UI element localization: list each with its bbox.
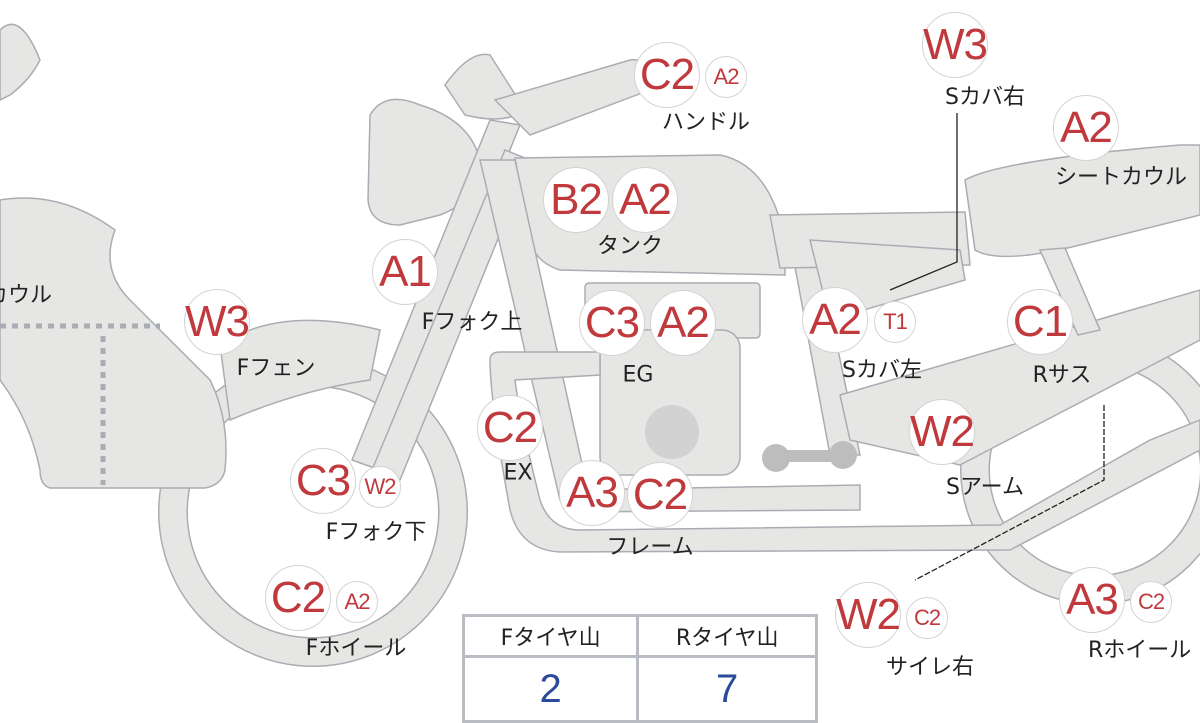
part-label-front-fender: Fフェン xyxy=(236,356,316,381)
part-label-seat-cowl: シートカウル xyxy=(1055,165,1188,190)
part-label-tank: タンク xyxy=(596,234,664,259)
part-label-frame: フレーム xyxy=(606,535,694,560)
rear-tire-value: 7 xyxy=(636,655,818,723)
part-label-engine: EG xyxy=(622,362,654,388)
part-label-fork-lower: Fフォク下 xyxy=(325,520,427,545)
grade-badge: C2 xyxy=(265,565,331,631)
front-tire-value: 2 xyxy=(461,655,640,723)
dotted-guide xyxy=(0,323,160,485)
grade-badge: C3 xyxy=(290,448,356,514)
grade-badge: W2 xyxy=(835,582,901,648)
grade-badge: W2 xyxy=(909,399,975,465)
cowl-shape xyxy=(0,197,227,489)
grade-badge-small: A2 xyxy=(705,56,747,98)
leader-lines xyxy=(889,113,1105,581)
part-label-front-wheel: Fホイール xyxy=(305,636,407,661)
part-label-silencer-right: サイレ右 xyxy=(885,655,975,680)
footpeg-shape xyxy=(762,441,857,472)
grade-badge-small: C2 xyxy=(906,597,948,639)
grade-badge: B2 xyxy=(543,167,609,233)
grade-badge: C1 xyxy=(1007,289,1073,355)
grade-badge-small: C2 xyxy=(1130,581,1172,623)
grade-badge: W3 xyxy=(184,289,250,355)
grade-badge: C2 xyxy=(634,42,700,108)
tire-tread-table: Fタイヤ山 Rタイヤ山 2 7 xyxy=(461,614,818,723)
grade-badge-small: T1 xyxy=(874,301,916,343)
rear-tire-header: Rタイヤ山 xyxy=(636,614,818,658)
grade-badge: A2 xyxy=(612,167,678,233)
part-label-rear-suspension: Rサス xyxy=(1032,363,1092,388)
part-label-swingarm: Sアーム xyxy=(946,475,1024,500)
front-tire-header: Fタイヤ山 xyxy=(461,614,640,658)
grade-badge: A3 xyxy=(1059,567,1125,633)
part-label-exhaust: EX xyxy=(503,460,533,486)
grade-badge-small: A2 xyxy=(336,581,378,623)
part-label-cowl: カウル xyxy=(0,283,53,308)
part-label-fork-upper: Fフォク上 xyxy=(421,310,523,335)
part-label-side-cover-left: Sカバ左 xyxy=(842,358,922,383)
grade-badge: C2 xyxy=(477,395,543,461)
grade-badge: A3 xyxy=(559,460,625,526)
grade-badge: A2 xyxy=(1053,95,1119,161)
grade-badge: A1 xyxy=(372,239,438,305)
grade-badge: A2 xyxy=(802,287,868,353)
grade-badge: A2 xyxy=(650,290,716,356)
grade-badge: W3 xyxy=(922,12,988,78)
part-label-handlebar: ハンドル xyxy=(661,110,751,135)
grade-badge: C2 xyxy=(627,462,693,528)
grade-badge: C3 xyxy=(579,290,645,356)
part-label-rear-wheel: Rホイール xyxy=(1088,638,1192,663)
part-label-side-cover-right: Sカバ右 xyxy=(945,85,1025,110)
grade-badge-small: W2 xyxy=(359,466,401,508)
